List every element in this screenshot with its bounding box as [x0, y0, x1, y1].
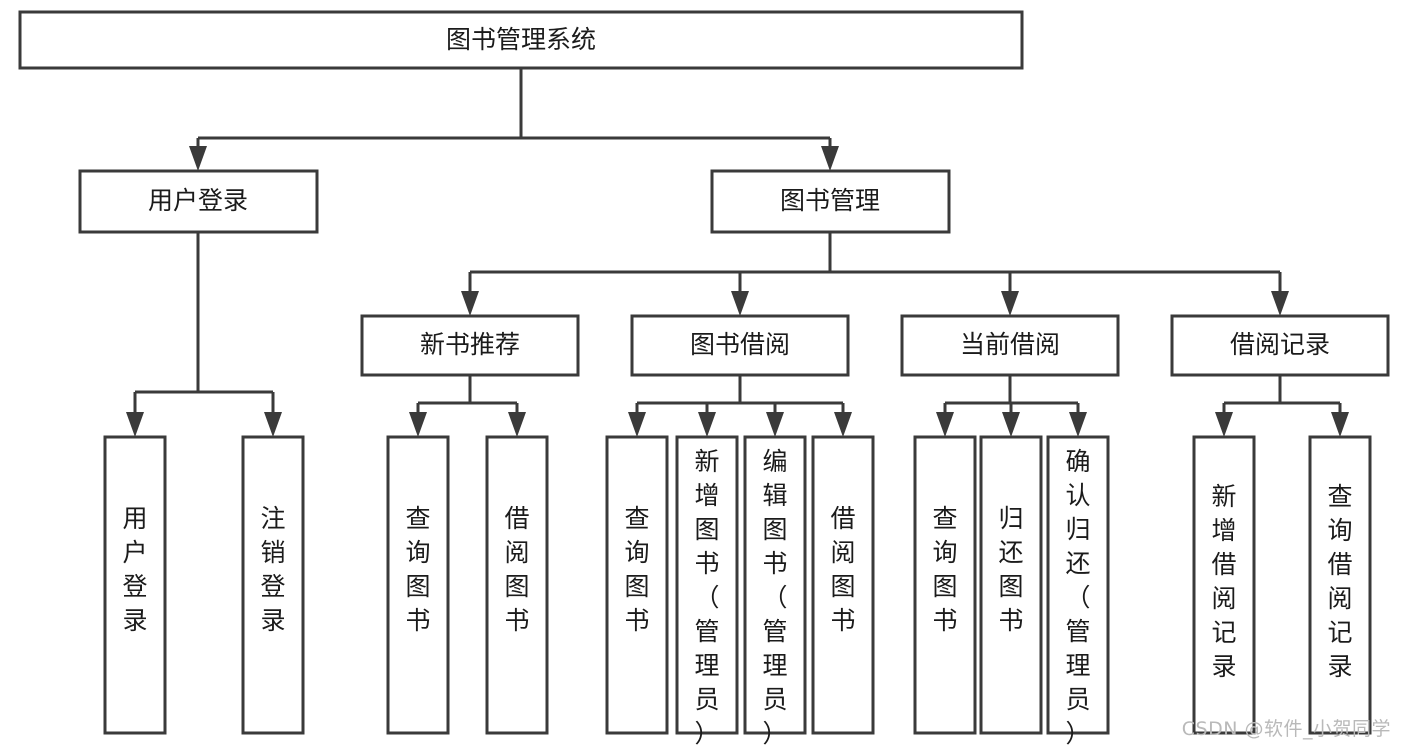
- leaf-node-user-logout[interactable]: 注销登录: [241, 435, 305, 735]
- connector-bookmanage-to-level3: [461, 232, 1289, 316]
- connector-root-to-level2: [189, 68, 839, 171]
- leaf-vertical-label: 借阅图书: [830, 504, 855, 635]
- node-box[interactable]: [605, 435, 669, 735]
- connector-bookborrow-to-leaves: [628, 375, 852, 437]
- node-box[interactable]: [1192, 435, 1256, 735]
- node-box[interactable]: [1170, 314, 1390, 377]
- connector-userlogin-to-leaves: [126, 232, 282, 437]
- connector-borrowrecord-to-leaves: [1215, 375, 1349, 437]
- leaf-vertical-label: 借阅图书: [504, 504, 529, 635]
- node-box[interactable]: [630, 314, 850, 377]
- node-label: 用户登录: [148, 186, 248, 215]
- arrow-head-icon: [189, 146, 207, 171]
- leaf-node-confirm-return[interactable]: 确认归还（管理员）: [1046, 435, 1110, 747]
- node-user-login[interactable]: 用户登录: [78, 169, 319, 234]
- node-box[interactable]: [710, 169, 951, 234]
- arrow-head-icon: [766, 412, 784, 437]
- connector-currentborrow-to-leaves: [936, 375, 1087, 437]
- leaf-vertical-label: 查询图书: [405, 504, 430, 635]
- arrow-head-icon: [628, 412, 646, 437]
- arrow-head-icon: [1215, 412, 1233, 437]
- arrow-head-icon: [264, 412, 282, 437]
- node-root[interactable]: 图书管理系统: [18, 10, 1024, 70]
- leaf-node-add-book[interactable]: 新增图书（管理员）: [675, 435, 739, 747]
- arrow-head-icon: [508, 412, 526, 437]
- leaf-vertical-label: 归还图书: [998, 504, 1023, 635]
- leaf-node-borrow-book-1[interactable]: 借阅图书: [485, 435, 549, 735]
- node-borrow-record[interactable]: 借阅记录: [1170, 314, 1390, 377]
- leaf-node-return-book[interactable]: 归还图书: [979, 435, 1043, 735]
- leaf-node-add-record[interactable]: 新增借阅记录: [1192, 435, 1256, 735]
- arrow-head-icon: [731, 291, 749, 316]
- node-box[interactable]: [241, 435, 305, 735]
- node-box[interactable]: [386, 435, 450, 735]
- node-label: 当前借阅: [960, 330, 1060, 359]
- leaf-vertical-label: 注销登录: [260, 504, 285, 635]
- arrow-head-icon: [461, 291, 479, 316]
- leaf-node-query-book-2[interactable]: 查询图书: [605, 435, 669, 735]
- node-box[interactable]: [360, 314, 580, 377]
- arrow-head-icon: [409, 412, 427, 437]
- arrow-head-icon: [1331, 412, 1349, 437]
- arrow-head-icon: [698, 412, 716, 437]
- arrow-head-icon: [126, 412, 144, 437]
- csdn-watermark: CSDN @软件_小贺同学: [1181, 718, 1391, 740]
- leaf-node-query-book-1[interactable]: 查询图书: [386, 435, 450, 735]
- node-box[interactable]: [1046, 435, 1110, 735]
- node-label: 新书推荐: [420, 330, 520, 359]
- arrow-head-icon: [1271, 291, 1289, 316]
- node-book-borrow[interactable]: 图书借阅: [630, 314, 850, 377]
- leaf-vertical-label: 新增借阅记录: [1211, 482, 1236, 681]
- leaf-vertical-label: 用户登录: [122, 504, 147, 635]
- arrow-head-icon: [1002, 412, 1020, 437]
- node-box[interactable]: [103, 435, 167, 735]
- node-box[interactable]: [78, 169, 319, 234]
- leaf-vertical-label: 新增图书（管理员）: [694, 447, 719, 747]
- node-box[interactable]: [743, 435, 807, 735]
- node-box[interactable]: [913, 435, 977, 735]
- leaf-vertical-label: 查询图书: [932, 504, 957, 635]
- node-label: 图书管理系统: [446, 25, 596, 54]
- leaf-vertical-label: 查询借阅记录: [1327, 482, 1352, 681]
- arrow-head-icon: [1001, 291, 1019, 316]
- arrow-head-icon: [834, 412, 852, 437]
- leaf-vertical-label: 确认归还（管理员）: [1065, 447, 1090, 747]
- node-box[interactable]: [900, 314, 1120, 377]
- arrow-head-icon: [936, 412, 954, 437]
- leaf-node-edit-book[interactable]: 编辑图书（管理员）: [743, 435, 807, 747]
- leaf-node-query-book-3[interactable]: 查询图书: [913, 435, 977, 735]
- arrow-head-icon: [1069, 412, 1087, 437]
- node-label: 图书管理: [780, 186, 880, 215]
- node-book-manage[interactable]: 图书管理: [710, 169, 951, 234]
- node-label: 图书借阅: [690, 330, 790, 359]
- node-box[interactable]: [1308, 435, 1372, 735]
- leaf-node-query-record[interactable]: 查询借阅记录: [1308, 435, 1372, 735]
- node-box[interactable]: [979, 435, 1043, 735]
- node-label: 借阅记录: [1230, 330, 1330, 359]
- node-box[interactable]: [18, 10, 1024, 70]
- node-box[interactable]: [811, 435, 875, 735]
- leaf-node-user-login[interactable]: 用户登录: [103, 435, 167, 735]
- leaf-vertical-label: 查询图书: [624, 504, 649, 635]
- node-new-book-recommend[interactable]: 新书推荐: [360, 314, 580, 377]
- node-current-borrow[interactable]: 当前借阅: [900, 314, 1120, 377]
- node-box[interactable]: [485, 435, 549, 735]
- leaf-node-borrow-book-2[interactable]: 借阅图书: [811, 435, 875, 735]
- arrow-head-icon: [821, 146, 839, 171]
- connector-newbook-to-leaves: [409, 375, 526, 437]
- leaf-vertical-label: 编辑图书（管理员）: [762, 447, 787, 747]
- node-box[interactable]: [675, 435, 739, 735]
